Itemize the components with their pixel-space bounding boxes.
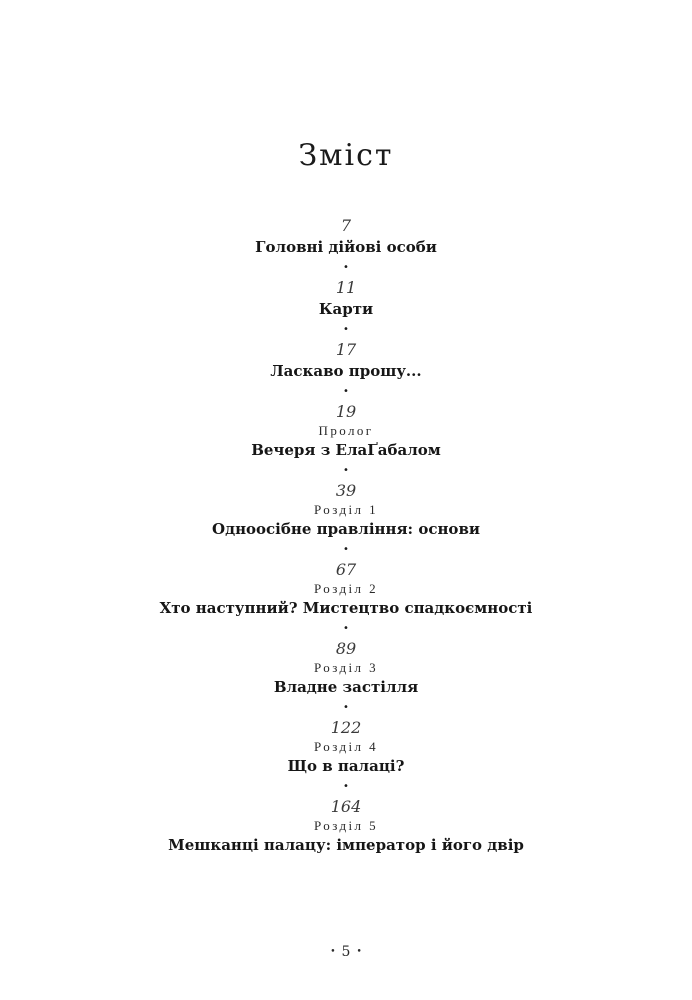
toc-section-label: Розділ 3: [314, 660, 378, 675]
toc-entry-title: Владне застілля: [273, 678, 419, 696]
toc-entry-title: Одноосібне правління: основи: [212, 520, 480, 538]
toc-entry-title: Хто наступний? Мистецтво спадкоємності: [159, 599, 533, 617]
toc-entry: 89 Розділ 3 Владне застілля: [0, 639, 692, 698]
toc-entry: 7 Головні дійові особи: [0, 216, 692, 258]
folio-bullet-left: •: [330, 947, 336, 957]
toc-entry-title: Ласкаво прошу...: [270, 362, 422, 380]
toc-entry-title: Карти: [318, 300, 374, 318]
separator-bullet: •: [343, 386, 349, 397]
separator-bullet: •: [343, 262, 349, 273]
separator-bullet: •: [343, 544, 349, 555]
toc-entry: 39 Розділ 1 Одноосібне правління: основи: [0, 481, 692, 540]
toc-entry: 164 Розділ 5 Мешканці палацу: імператор …: [0, 797, 692, 856]
toc-section-label: Розділ 1: [314, 502, 378, 517]
toc-page-number: 17: [335, 340, 357, 359]
toc-page-number: 164: [330, 797, 362, 816]
separator-bullet: •: [343, 465, 349, 476]
toc-entry: 122 Розділ 4 Що в палаці?: [0, 718, 692, 777]
toc-page-number: 89: [335, 639, 357, 658]
toc-entry: 67 Розділ 2 Хто наступний? Мистецтво спа…: [0, 560, 692, 619]
page-number-footer: • 5 •: [0, 944, 692, 960]
separator-bullet: •: [343, 702, 349, 713]
toc-entry: 19 Пролог Вечеря з ЕлаҐабалом: [0, 402, 692, 461]
toc-page-number: 39: [335, 481, 357, 500]
toc-page-number: 11: [335, 278, 357, 297]
toc-section-label: Пролог: [318, 423, 374, 438]
toc-entry-title: Що в палаці?: [287, 757, 405, 775]
separator-bullet: •: [343, 623, 349, 634]
toc-page-number: 122: [330, 718, 362, 737]
toc-section-label: Розділ 2: [314, 581, 378, 596]
toc-entry-title: Мешканці палацу: імператор і його двір: [168, 836, 524, 854]
toc-page-number: 7: [340, 216, 352, 235]
toc-section-label: Розділ 5: [314, 818, 378, 833]
separator-bullet: •: [343, 781, 349, 792]
toc-entry: 17 Ласкаво прошу...: [0, 340, 692, 382]
table-of-contents: 7 Головні дійові особи • 11 Карти • 17 Л…: [0, 216, 692, 856]
toc-page-number: 67: [335, 560, 357, 579]
toc-entry-title: Вечеря з ЕлаҐабалом: [251, 441, 441, 459]
page-title: Зміст: [298, 138, 394, 174]
toc-section-label: Розділ 4: [314, 739, 378, 754]
folio-number: 5: [341, 944, 351, 960]
folio-bullet-right: •: [356, 947, 362, 957]
separator-bullet: •: [343, 324, 349, 335]
toc-entry: 11 Карти: [0, 278, 692, 320]
toc-page-number: 19: [335, 402, 357, 421]
toc-entry-title: Головні дійові особи: [255, 238, 437, 256]
